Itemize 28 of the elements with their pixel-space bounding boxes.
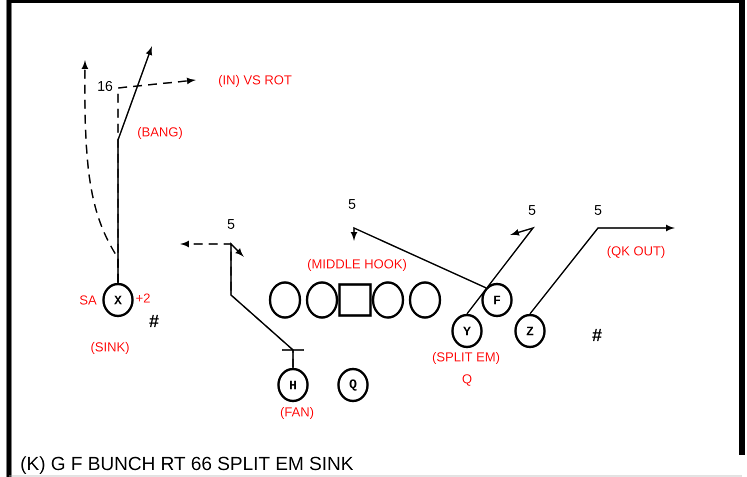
- center-square: [338, 283, 372, 317]
- route-arrow: [82, 62, 119, 283]
- route-note: Q: [462, 374, 472, 386]
- hash-mark: #: [149, 314, 159, 328]
- route-note: +2: [136, 293, 150, 303]
- play-title: (K) G F BUNCH RT 66 SPLIT EM SINK: [21, 456, 354, 474]
- lineman-circle: [372, 281, 404, 319]
- route-label: (MIDDLE HOOK): [308, 258, 406, 272]
- route-arrow: [529, 225, 673, 314]
- yard-number: 5: [593, 204, 603, 216]
- hash-mark: #: [592, 328, 602, 342]
- route-label: (QK OUT): [608, 246, 664, 258]
- lineman-circle: [306, 281, 338, 319]
- route-note: (SINK): [91, 342, 129, 354]
- route-arrow: [351, 226, 486, 289]
- lineman-circle: [268, 281, 302, 319]
- yard-number: 5: [527, 204, 537, 216]
- route-note: (FAN): [280, 406, 314, 420]
- lineman-circle: [408, 281, 442, 319]
- route-label: (IN) VS ROT: [218, 74, 292, 88]
- route-note: SA: [80, 295, 97, 305]
- route-arrow: [182, 241, 294, 368]
- yard-number: 5: [347, 198, 357, 210]
- yard-number: 5: [226, 218, 236, 230]
- yard-number: 16: [96, 80, 114, 92]
- route-arrow: [466, 226, 536, 314]
- route-note: (SPLIT EM): [432, 352, 500, 364]
- route-label: (BANG): [138, 126, 182, 140]
